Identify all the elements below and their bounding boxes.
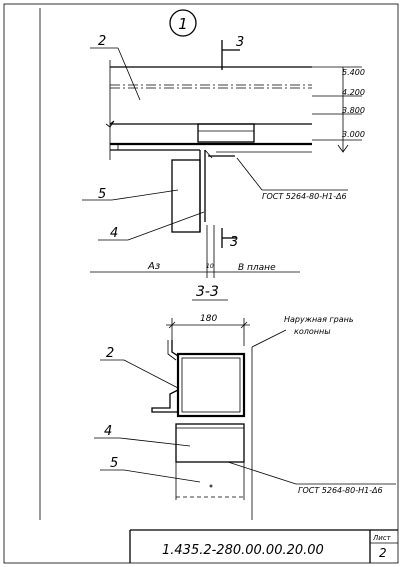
sheet-number: 2 — [379, 546, 387, 560]
sheet-label: Лист — [372, 534, 392, 542]
sheet-frame — [3, 3, 399, 564]
slab-lines — [110, 142, 312, 153]
svg-text:В плане: В плане — [238, 263, 276, 273]
elevation-label: 4.200 — [342, 88, 365, 97]
svg-text:ГОСТ 5264-80-Н1-Δ6: ГОСТ 5264-80-Н1-Δ6 — [298, 486, 383, 495]
callout-5-top: 5 — [82, 187, 179, 202]
element-4-section — [175, 423, 245, 463]
top-plate — [197, 123, 255, 143]
elevation-label: 3.800 — [342, 106, 365, 115]
section-title: 3-3 — [192, 284, 228, 301]
axis-dimension: Аз 10 В плане — [90, 225, 300, 278]
weld-note-section: ГОСТ 5264-80-Н1-Δ6 — [227, 461, 396, 495]
svg-text:4: 4 — [110, 226, 118, 241]
callout-5-section: 5 — [100, 456, 201, 483]
svg-text:колонны: колонны — [294, 327, 331, 336]
dimension-180: 180 — [166, 314, 250, 346]
elevation-label: 3.000 — [342, 130, 365, 139]
detail-number-marker: 1 — [169, 9, 197, 37]
title-block: 1.435.2-280.00.00.20.00 Лист 2 — [129, 529, 398, 563]
drawing-designation: 1.435.2-280.00.00.20.00 — [162, 543, 324, 558]
svg-text:180: 180 — [200, 314, 217, 324]
element-5-section — [175, 462, 245, 500]
svg-text:5: 5 — [110, 456, 118, 471]
svg-text:10: 10 — [206, 263, 214, 270]
svg-text:3: 3 — [230, 235, 238, 250]
svg-text:4: 4 — [104, 424, 112, 439]
svg-text:3-3: 3-3 — [196, 284, 219, 300]
elevation-label: 5.400 — [342, 68, 365, 77]
svg-text:2: 2 — [106, 346, 114, 361]
svg-text:Наружная грань: Наружная грань — [284, 315, 354, 324]
callout-2-top: 2 — [90, 34, 141, 101]
callout-2-section: 2 — [100, 346, 179, 389]
svg-text:5: 5 — [98, 187, 106, 202]
callout-4-section: 4 — [94, 424, 191, 447]
svg-text:3: 3 — [236, 35, 244, 50]
elevation-marks: 5.400 4.200 3.800 3.000 — [312, 66, 365, 153]
section-cut-mark-top: 3 — [221, 35, 244, 70]
profile-2-section — [151, 340, 246, 418]
callout-4-top: 4 — [98, 211, 205, 241]
svg-text:1: 1 — [178, 15, 188, 33]
outer-face-note: Наружная грань колонны — [251, 315, 354, 520]
svg-text:ГОСТ 5264-80-Н1-Δ6: ГОСТ 5264-80-Н1-Δ6 — [262, 192, 347, 201]
column-element-5 — [171, 149, 235, 233]
weld-note-top: ГОСТ 5264-80-Н1-Δ6 — [236, 157, 348, 201]
svg-text:Аз: Аз — [147, 261, 160, 272]
svg-text:2: 2 — [98, 34, 106, 49]
section-cut-mark-bottom: 3 — [221, 228, 238, 250]
